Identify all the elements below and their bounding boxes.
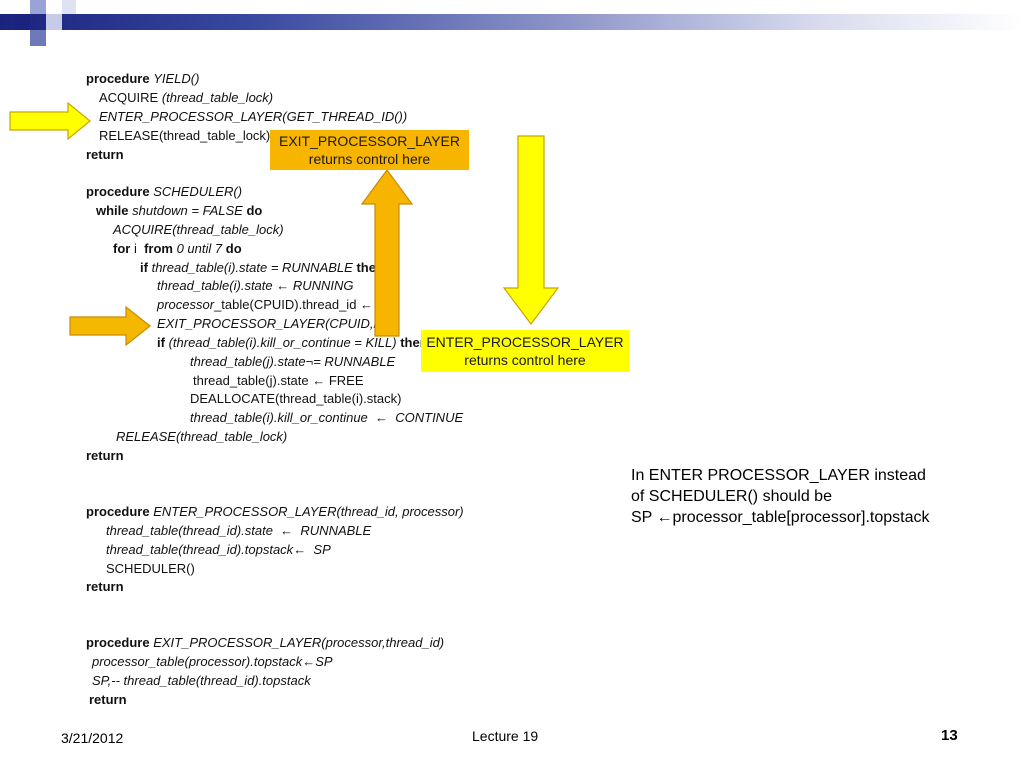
enter-callout-line2: returns control here: [464, 352, 586, 368]
arrow-right-yellow: [9, 101, 91, 141]
header-decoration: [0, 0, 1024, 60]
exit-callout-line1: EXIT_PROCESSOR_LAYER: [278, 133, 461, 149]
code-figure: procedure YIELD() ACQUIRE (thread_table_…: [86, 71, 464, 707]
header-square-3: [46, 14, 62, 30]
footer-date: 3/21/2012: [61, 730, 124, 746]
note-line1: In ENTER PROCESSOR_LAYER instead: [631, 467, 926, 484]
page-number: 13: [941, 727, 958, 744]
exit-callout-line2: returns control here: [308, 151, 431, 167]
enter-callout-line1: ENTER_PROCESSOR_LAYER: [426, 334, 624, 350]
arrow-up-orange: [360, 168, 414, 337]
header-gradient-bar: [0, 14, 1024, 30]
note-line3: SP ←processor_table[processor].topstack: [631, 509, 930, 526]
note-line2: of SCHEDULER() should be: [631, 488, 832, 505]
footer-title: Lecture 19: [472, 728, 539, 744]
arrow-down-yellow: [502, 135, 560, 325]
enter-callout: ENTER_PROCESSOR_LAYER returns control he…: [421, 330, 629, 372]
header-square-1: [14, 14, 30, 30]
correction-note: In ENTER PROCESSOR_LAYER instead of SCHE…: [631, 465, 1016, 528]
header-square-4: [30, 30, 46, 46]
arrow-right-orange: [69, 305, 151, 347]
exit-callout: EXIT_PROCESSOR_LAYER returns control her…: [270, 130, 469, 170]
header-square-2: [30, 0, 46, 14]
header-square-5: [62, 0, 76, 14]
